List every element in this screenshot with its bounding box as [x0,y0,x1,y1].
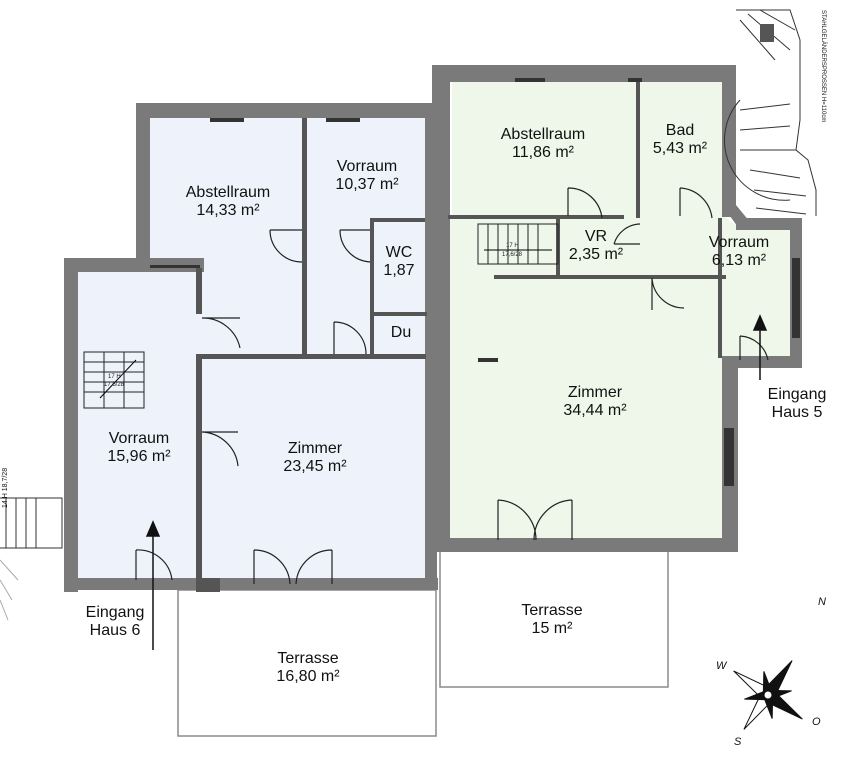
house6-walls [64,103,438,592]
outer-stairs-house6 [0,497,63,621]
terrace-house5 [439,545,669,688]
room-name: VR [584,228,608,245]
room-area: 23,45 m² [283,458,347,475]
room-name: Vorraum [336,158,398,175]
room-area: 16,80 m² [276,668,340,685]
room-area: 11,86 m² [512,144,574,161]
room-area: 2,35 m² [568,246,624,263]
room-vorraum-house5: Vorraum 6,13 m² [694,234,784,270]
room-abstellraum-house6: Abstellraum 14,33 m² [160,184,296,220]
stair-label-house6: 17 H [108,374,121,380]
room-wc-house6: WC 1,87 [374,244,424,280]
room-area: 14,33 m² [196,202,260,219]
room-du-house6: Du [390,324,412,341]
room-vorraum-top-house6: Vorraum 10,37 m² [308,158,426,194]
room-name: Bad [665,122,695,139]
room-area: 15,96 m² [107,448,171,465]
room-abstellraum-house5: Abstellraum 11,86 m² [478,126,608,162]
house6-floor [76,118,430,582]
entrance-label-2: Haus 5 [771,404,823,421]
room-name: Abstellraum [185,184,271,201]
entrance-label-2: Haus 6 [89,622,141,639]
room-name: WC [385,244,413,261]
entrance-label-1: Eingang [85,604,145,621]
room-terrasse-house6: Terrasse 16,80 m² [240,650,376,686]
compass-s: S [734,736,742,748]
room-area: 34,44 m² [563,402,627,419]
room-terrasse-house5: Terrasse 15 m² [492,602,612,638]
room-name: Abstellraum [500,126,586,143]
stair-label-house5: 17 H [506,243,519,249]
room-name: Terrasse [277,650,339,667]
room-name: Vorraum [108,430,170,447]
entrance-house5: Eingang Haus 5 [752,386,842,422]
stair-label-house5-2: 17,6/28 [502,252,523,258]
room-vorraum-house6: Vorraum 15,96 m² [84,430,194,466]
stairs-house6 [83,351,145,409]
terrace-house6 [177,589,437,737]
room-zimmer-house6: Zimmer 23,45 m² [250,440,380,476]
outer-stair-label-house5: STAHLGELÄNDERSPROSSEN H=110cm [820,10,826,123]
outer-stairs-house5 [723,9,817,216]
house5-walls [432,65,802,552]
room-name: Vorraum [708,234,770,251]
doors [135,187,769,585]
outer-stair-label-house6: 14 H 18,7/28 [2,467,9,508]
compass-n: N [818,596,826,608]
room-area: 10,37 m² [335,176,399,193]
room-bad-house5: Bad 5,43 m² [642,122,718,158]
room-name: Zimmer [287,440,343,457]
stair-label-house6-2: 17,5/28 [104,382,125,388]
room-area: 5,43 m² [652,140,708,157]
compass-o: O [812,716,821,728]
entrance-house6: Eingang Haus 6 [70,604,160,640]
room-area: 15 m² [531,620,573,637]
room-zimmer-house5: Zimmer 34,44 m² [540,384,650,420]
entrance-arrows [145,314,768,650]
entrance-label-1: Eingang [767,386,827,403]
room-area: 1,87 [383,262,415,279]
terraces [177,545,669,737]
house5-floor [448,82,795,538]
compass-w: W [716,660,727,672]
room-area: 6,13 m² [711,252,767,269]
stairs-house5 [477,223,559,265]
room-vr-house5: VR 2,35 m² [556,228,636,264]
room-name: Terrasse [521,602,583,619]
compass-rose [733,660,803,730]
room-name: Zimmer [567,384,623,401]
